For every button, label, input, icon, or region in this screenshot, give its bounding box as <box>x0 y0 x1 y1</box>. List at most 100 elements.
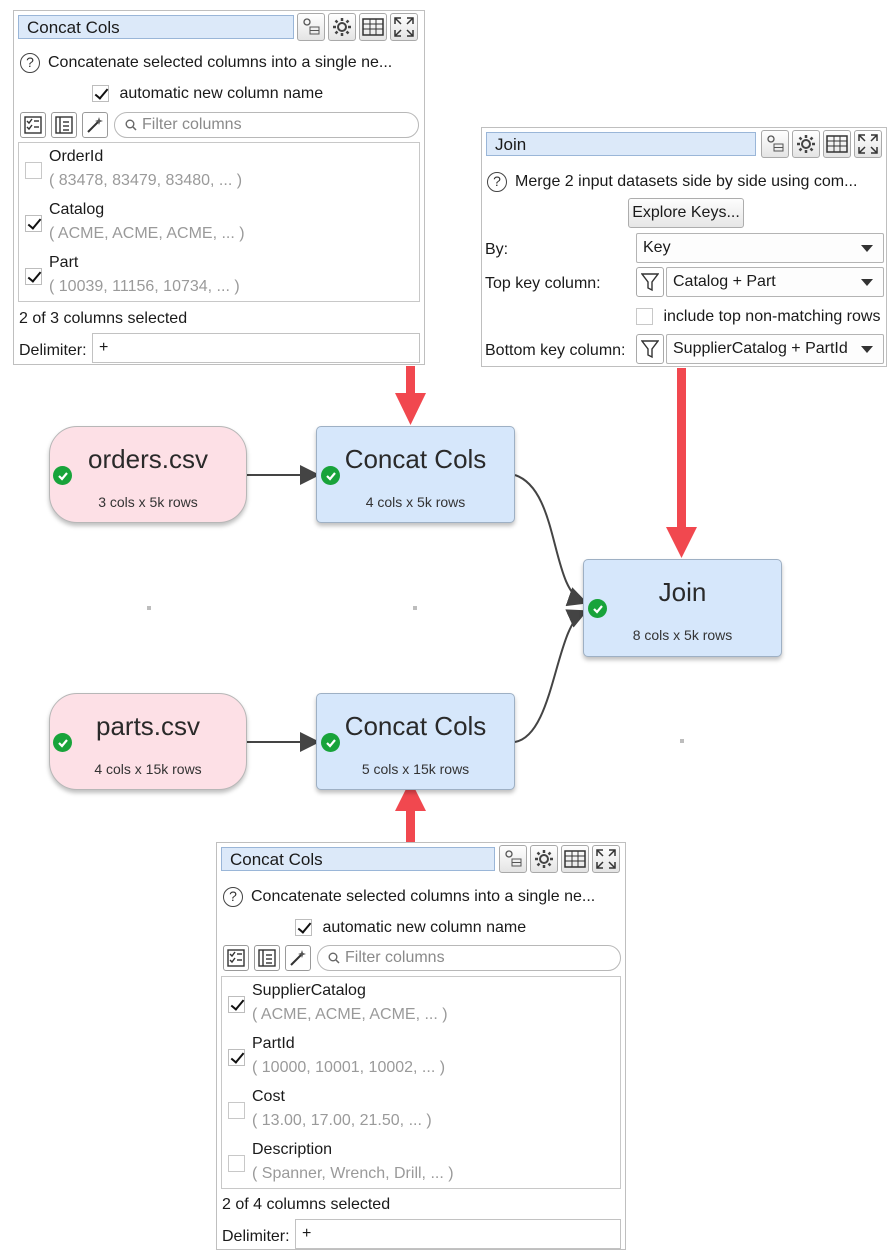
column-checkbox[interactable] <box>25 215 42 232</box>
top-key-select[interactable]: Catalog + Part <box>666 267 884 297</box>
node-concat-cols-2[interactable]: Concat Cols 5 cols x 15k rows <box>316 693 515 790</box>
node-settings-icon <box>505 850 522 867</box>
gear-button[interactable] <box>792 130 820 158</box>
selected-summary: 2 of 4 columns selected <box>222 1196 391 1213</box>
filter-placeholder: Filter columns <box>345 949 445 966</box>
panel-title[interactable]: Concat Cols <box>18 15 294 39</box>
help-icon[interactable]: ? <box>223 887 243 907</box>
help-icon[interactable]: ? <box>487 172 507 192</box>
table-view-button[interactable] <box>561 845 589 873</box>
column-sample: ( 13.00, 17.00, 21.50, ... ) <box>252 1112 432 1129</box>
select-all-button[interactable] <box>20 112 46 138</box>
column-sample: ( 83478, 83479, 83480, ... ) <box>49 172 243 189</box>
node-parts-csv[interactable]: parts.csv 4 cols x 15k rows <box>49 693 247 790</box>
select-list-button[interactable] <box>254 945 280 971</box>
column-item[interactable]: Cost ( 13.00, 17.00, 21.50, ... ) <box>226 1083 616 1135</box>
column-name: OrderId <box>49 148 104 165</box>
column-name: SupplierCatalog <box>252 982 366 999</box>
auto-name-checkbox[interactable] <box>92 85 109 103</box>
panel-title[interactable]: Concat Cols <box>221 847 495 871</box>
bottom-key-filter-button[interactable] <box>636 334 664 364</box>
column-checkbox[interactable] <box>228 1049 245 1066</box>
include-top-checkbox[interactable] <box>636 308 653 326</box>
maximize-button[interactable] <box>854 130 882 158</box>
magic-wand-button[interactable] <box>82 112 108 138</box>
column-list: SupplierCatalog ( ACME, ACME, ACME, ... … <box>221 976 621 1189</box>
connector-concat2-join <box>514 609 588 743</box>
help-icon[interactable]: ? <box>20 53 40 73</box>
auto-name-label: automatic new column name <box>119 85 324 102</box>
dropdown-arrow-icon <box>861 346 873 353</box>
delimiter-input[interactable]: + <box>92 333 420 363</box>
column-sample: ( ACME, ACME, ACME, ... ) <box>49 225 245 242</box>
filter-columns-input[interactable]: Filter columns <box>317 945 621 971</box>
grid-dot <box>680 739 684 743</box>
delimiter-input[interactable]: + <box>295 1219 621 1249</box>
by-select-value: Key <box>643 239 671 256</box>
node-join[interactable]: Join 8 cols x 5k rows <box>583 559 782 657</box>
magic-wand-button[interactable] <box>285 945 311 971</box>
column-item[interactable]: Part ( 10039, 11156, 10734, ... ) <box>23 249 415 301</box>
panel-description: Concatenate selected columns into a sing… <box>48 54 393 72</box>
filter-funnel-icon <box>641 340 659 359</box>
node-settings-button[interactable] <box>761 130 789 158</box>
search-icon <box>328 952 340 964</box>
column-item[interactable]: Description ( Spanner, Wrench, Drill, ..… <box>226 1136 616 1188</box>
grid-dot <box>413 606 417 610</box>
include-top-label: include top non-matching rows <box>663 308 881 325</box>
maximize-icon <box>394 17 414 37</box>
table-icon <box>564 850 586 868</box>
table-view-button[interactable] <box>359 13 387 41</box>
node-settings-button[interactable] <box>499 845 527 873</box>
maximize-button[interactable] <box>592 845 620 873</box>
explore-keys-button[interactable]: Explore Keys... <box>628 198 744 228</box>
join-panel: Join ?Merge 2 input datasets side by sid… <box>481 127 887 367</box>
column-item[interactable]: SupplierCatalog ( ACME, ACME, ACME, ... … <box>226 977 616 1029</box>
concat-cols-panel-bottom: Concat Cols ?Concatenate selected column… <box>216 842 626 1250</box>
node-title: Concat Cols <box>344 444 487 474</box>
column-checkbox[interactable] <box>228 1155 245 1172</box>
column-name: Cost <box>252 1088 285 1105</box>
column-checkbox[interactable] <box>25 162 42 179</box>
delimiter-label: Delimiter: <box>19 342 87 359</box>
column-checkbox[interactable] <box>228 1102 245 1119</box>
select-all-button[interactable] <box>223 945 249 971</box>
column-checkbox[interactable] <box>25 268 42 285</box>
auto-name-checkbox[interactable] <box>295 919 312 937</box>
panel-title[interactable]: Join <box>486 132 756 156</box>
grid-dot <box>147 606 151 610</box>
panel-titlebar: Join <box>482 128 886 160</box>
node-subtitle: 4 cols x 15k rows <box>94 761 202 777</box>
by-select[interactable]: Key <box>636 233 884 263</box>
panel-titlebar: Concat Cols <box>217 843 625 875</box>
bottom-key-select[interactable]: SupplierCatalog + PartId <box>666 334 884 364</box>
node-concat-cols-1[interactable]: Concat Cols 4 cols x 5k rows <box>316 426 515 523</box>
node-title: parts.csv <box>95 711 201 741</box>
table-icon <box>826 135 848 153</box>
column-checkbox[interactable] <box>228 996 245 1013</box>
description-row: ?Concatenate selected columns into a sin… <box>223 887 595 907</box>
column-item[interactable]: OrderId ( 83478, 83479, 83480, ... ) <box>23 143 415 195</box>
select-list-icon <box>258 949 276 967</box>
status-ok-icon <box>321 466 340 485</box>
node-settings-icon <box>303 18 320 35</box>
maximize-button[interactable] <box>390 13 418 41</box>
status-ok-icon <box>588 599 607 618</box>
filter-columns-input[interactable]: Filter columns <box>114 112 419 138</box>
node-subtitle: 8 cols x 5k rows <box>632 627 733 643</box>
auto-name-label: automatic new column name <box>322 919 527 936</box>
select-all-icon <box>24 116 42 134</box>
by-label: By: <box>485 241 509 258</box>
column-item[interactable]: Catalog ( ACME, ACME, ACME, ... ) <box>23 196 415 248</box>
top-key-filter-button[interactable] <box>636 267 664 297</box>
selected-summary: 2 of 3 columns selected <box>19 310 188 327</box>
column-item[interactable]: PartId ( 10000, 10001, 10002, ... ) <box>226 1030 616 1082</box>
gear-button[interactable] <box>328 13 356 41</box>
node-orders-csv[interactable]: orders.csv 3 cols x 5k rows <box>49 426 247 523</box>
red-arrow-join <box>666 368 697 558</box>
select-list-button[interactable] <box>51 112 77 138</box>
gear-button[interactable] <box>530 845 558 873</box>
node-settings-button[interactable] <box>297 13 325 41</box>
node-title: orders.csv <box>88 444 208 474</box>
table-view-button[interactable] <box>823 130 851 158</box>
